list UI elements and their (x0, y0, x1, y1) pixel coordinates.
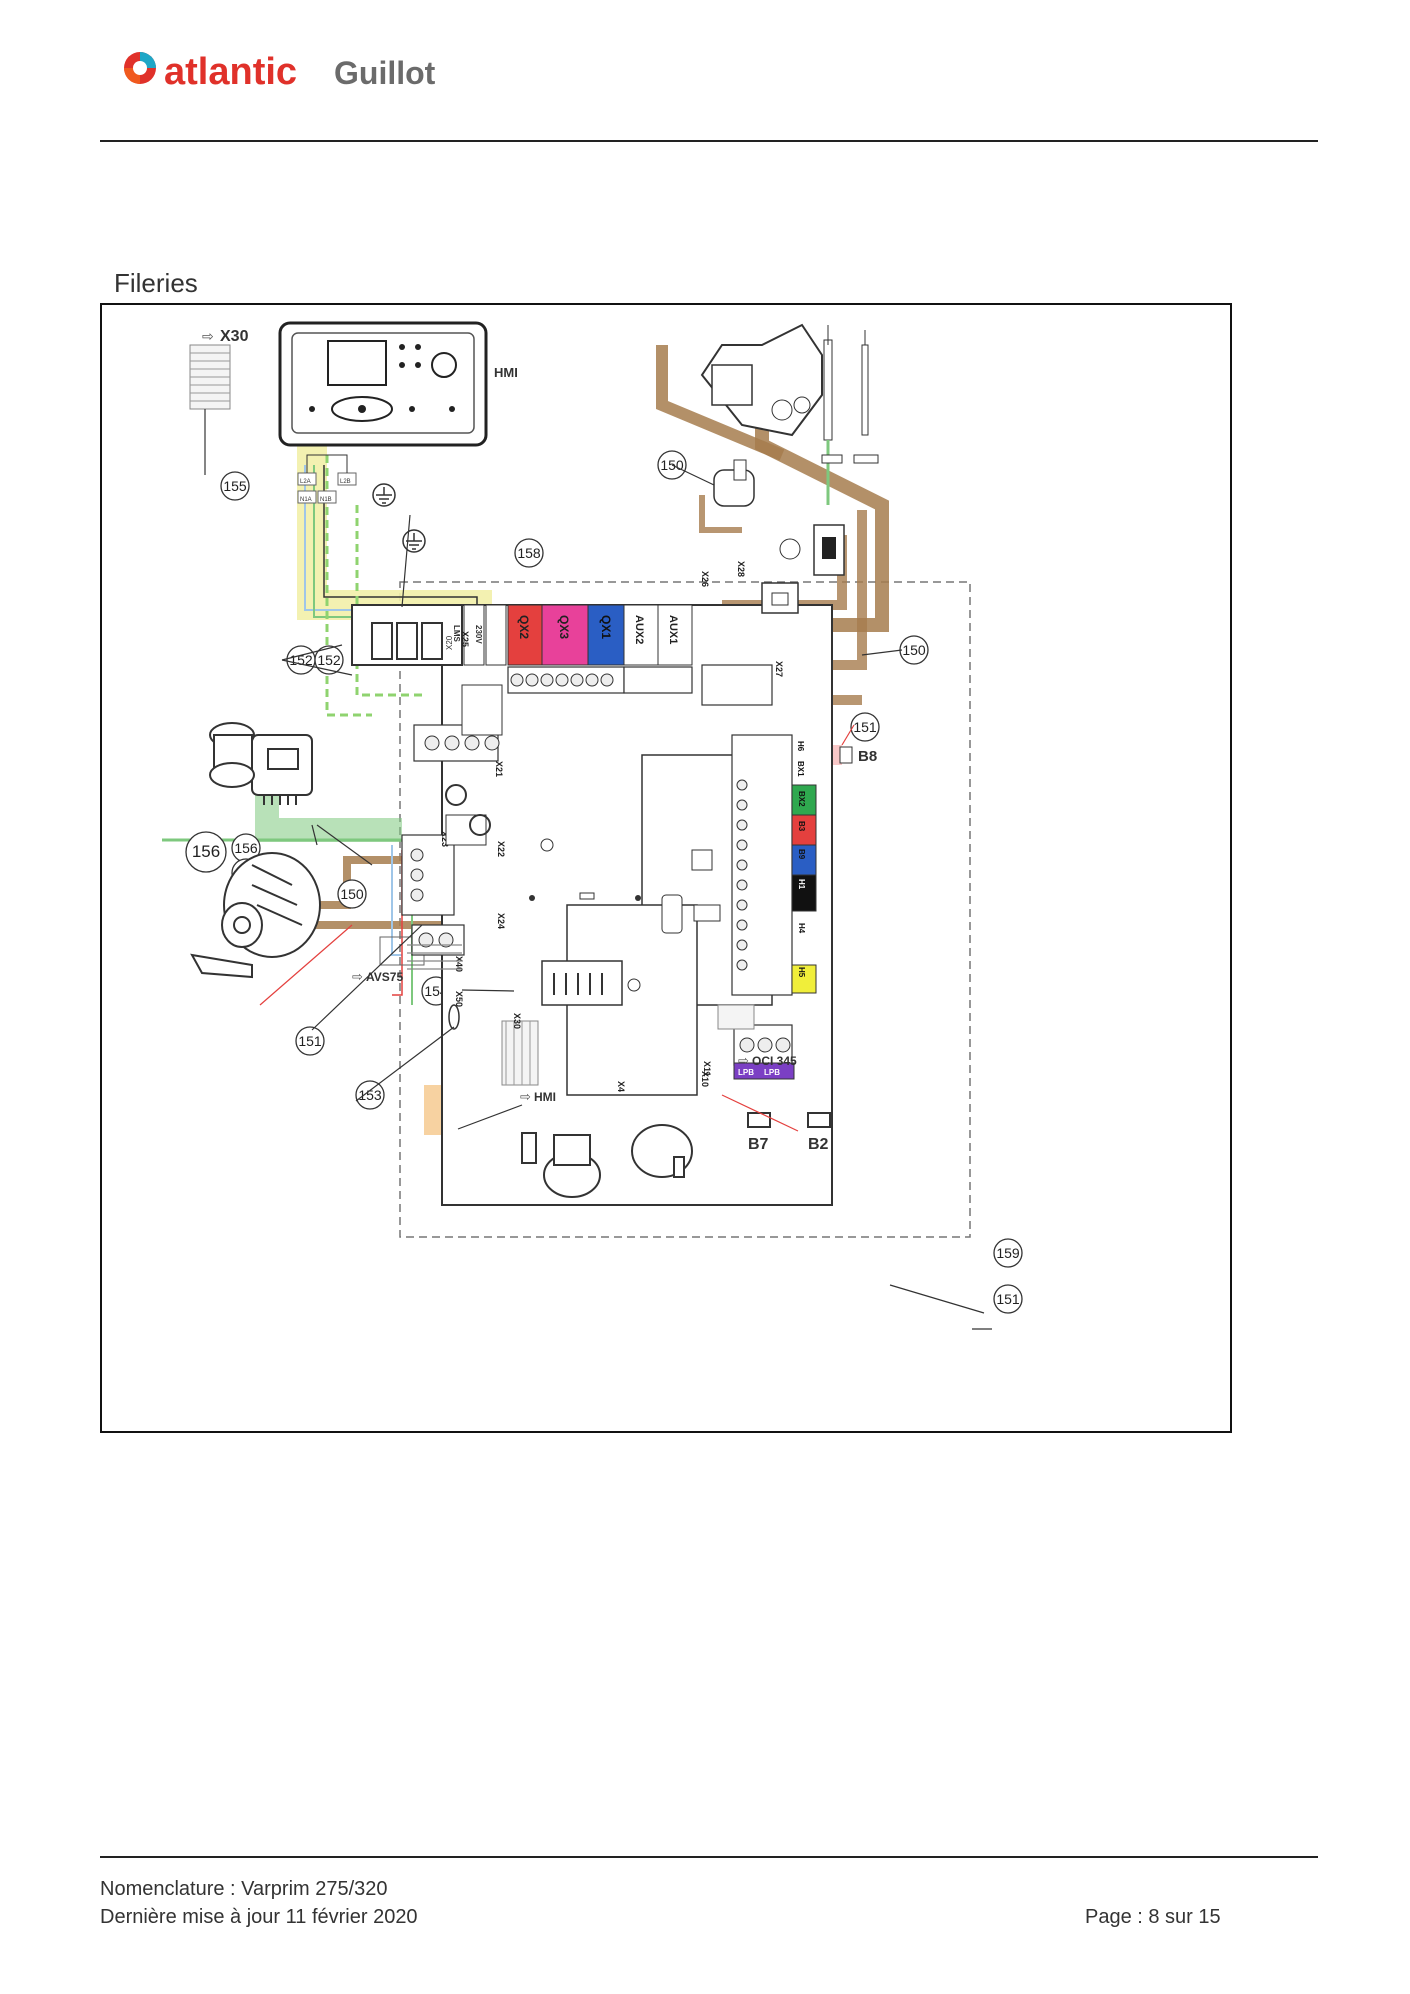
label-x28: X28 (736, 561, 746, 577)
label-x40: X40 (454, 956, 464, 972)
label-x11: X11 (702, 1061, 712, 1077)
svg-text:⇨: ⇨ (520, 1089, 531, 1104)
callout-c150-fan: 150 (337, 879, 367, 909)
callout-number: 150 (340, 886, 364, 902)
callout-number: 151 (298, 1033, 322, 1049)
logo-text-guillot: Guillot (334, 55, 436, 91)
label-x25: X25 (460, 631, 470, 647)
label-bx1: BX1 (796, 761, 805, 777)
label-h5: H5 (797, 967, 806, 978)
header-rule (100, 140, 1318, 142)
svg-text:⇨: ⇨ (352, 969, 363, 984)
wiring-diagram-frame: X30 ⇨ HMI 155150158152152150151156156156… (100, 303, 1232, 1433)
callout-c152a: 152 (286, 645, 316, 675)
svg-text:⇨: ⇨ (202, 328, 214, 344)
callout-c153: 153 (355, 1080, 385, 1110)
label-aux1: AUX1 (667, 615, 679, 644)
label-x21: X21 (494, 761, 504, 777)
label-b9: B9 (797, 849, 806, 860)
label-x20: X20 (445, 635, 454, 650)
callout-c151-left: 151 (295, 1026, 325, 1056)
callout-c156-big: 156 (185, 831, 227, 873)
wiring-diagram: X30 ⇨ HMI 155150158152152150151156156156… (162, 321, 1023, 1330)
callout-number: 153 (358, 1087, 382, 1103)
label-x50: X50 (454, 991, 464, 1007)
callout-number: 156 (234, 840, 258, 856)
callout-c156a: 156 (231, 833, 261, 863)
label-b3: B3 (797, 821, 806, 832)
label-x26: X26 (700, 571, 710, 587)
label-x23: X23 (440, 831, 450, 847)
label-x30-top: X30 (220, 328, 249, 345)
label-qx3: QX3 (557, 615, 571, 639)
label-qx1: QX1 (599, 615, 613, 639)
callout-number: 156 (192, 842, 220, 861)
callout-c152b: 152 (314, 645, 344, 675)
callout-c159: 159 (993, 1238, 1023, 1268)
label-lpb2: LPB (764, 1068, 780, 1077)
label-n1b: N1B (320, 497, 332, 503)
callout-number: 151 (853, 719, 877, 735)
callout-number: 152 (289, 652, 313, 668)
label-x24: X24 (496, 913, 506, 929)
callout-number: 152 (317, 652, 341, 668)
label-oci345: OCI 345 (752, 1054, 797, 1068)
brand-logo: atlantic Guillot (118, 40, 498, 100)
callout-number: 158 (517, 545, 541, 561)
callout-c151-right: 151 (850, 712, 880, 742)
label-x4: X4 (616, 1081, 626, 1092)
callout-number: 151 (996, 1291, 1020, 1307)
label-hmi-top: HMI (494, 365, 518, 380)
logo-text-atlantic: atlantic (164, 51, 297, 93)
callout-c151-bottom: 151 (993, 1284, 1023, 1314)
svg-text:⇨: ⇨ (738, 1053, 749, 1068)
label-h1: H1 (797, 879, 806, 890)
label-x22: X22 (496, 841, 506, 857)
label-b7: B7 (748, 1136, 769, 1153)
callout-c158: 158 (514, 538, 544, 568)
label-x30-bottom: X30 (512, 1013, 522, 1029)
callout-number: 159 (996, 1245, 1020, 1261)
label-aux2: AUX2 (633, 615, 645, 644)
label-b8: B8 (858, 748, 877, 765)
footer-date: Dernière mise à jour 11 février 2020 (100, 1906, 418, 1928)
footer-page-number: Page : 8 sur 15 (1085, 1906, 1221, 1928)
section-title: Fileries (114, 268, 198, 298)
label-x27: X27 (774, 661, 784, 677)
label-lmb: LMS (452, 625, 461, 643)
callout-c150-right: 150 (899, 635, 929, 665)
footer-nomenclature: Nomenclature : Varprim 275/320 (100, 1878, 388, 1900)
label-lpb1: LPB (738, 1068, 754, 1077)
label-230v: 230V (474, 625, 483, 644)
callout-c155-top: 155 (220, 471, 250, 501)
label-h6: H6 (796, 741, 805, 752)
label-qx2: QX2 (517, 615, 531, 639)
callout-number: 155 (223, 478, 247, 494)
label-bx2: BX2 (797, 791, 806, 807)
label-l2a: L2A (300, 479, 311, 485)
label-b2: B2 (808, 1136, 829, 1153)
footer-rule (100, 1856, 1318, 1858)
label-h4: H4 (797, 923, 806, 934)
label-hmi-bottom: HMI (534, 1090, 556, 1104)
label-l2b: L2B (340, 479, 351, 485)
label-x10: X10 (700, 1071, 710, 1087)
callout-number: 150 (902, 642, 926, 658)
label-avs75: AVS75 (366, 970, 403, 984)
label-n1a: N1A (300, 497, 312, 503)
